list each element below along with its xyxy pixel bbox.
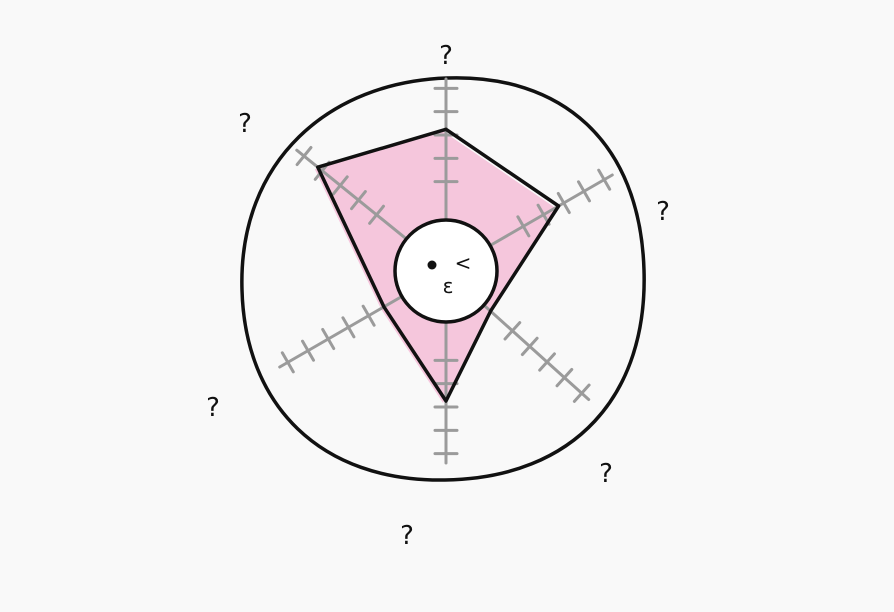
axis-tick-2-3: [538, 352, 556, 372]
axis-tick-4-2: [341, 316, 356, 339]
data-polygon-outline: [316, 127, 561, 403]
axis-line-1: [486, 173, 614, 249]
axis-tick-2-2: [520, 336, 539, 357]
axis-labels: ? ? ? ? ? ?: [206, 41, 670, 551]
axis-tick-5-5: [295, 145, 313, 167]
axis-line-2: [480, 301, 591, 401]
face-mouth: ɛ: [443, 274, 454, 298]
axis-tick-4-3: [321, 327, 336, 351]
axis-tick-1-1: [516, 215, 531, 238]
axis-tick-5-3: [331, 175, 349, 196]
axis-label-5: ?: [238, 109, 252, 139]
axis-line-5: [295, 148, 411, 243]
axis-label-2: ?: [599, 459, 613, 489]
axis-tick-5-1: [368, 204, 385, 225]
axis-tick-1-5: [597, 168, 612, 191]
axis-label-3: ?: [400, 521, 414, 551]
axis-line-4: [278, 293, 406, 369]
axis-tick-1-3: [556, 191, 571, 215]
axis-tick-4-1: [361, 304, 376, 327]
axis-tick-2-4: [555, 367, 574, 388]
axis-tick-4-4: [301, 339, 316, 362]
axis-label-0: ?: [439, 41, 453, 71]
face-wink: <: [455, 251, 472, 275]
axis-tick-2-5: [572, 383, 591, 403]
axis-tick-1-4: [576, 180, 591, 203]
axis-label-4: ?: [206, 393, 220, 423]
outer-circle: [240, 76, 646, 482]
axis-tick-5-2: [350, 190, 367, 211]
face-eye: [427, 260, 437, 270]
axis-tick-4-5: [280, 351, 295, 374]
axis-label-1: ?: [656, 197, 670, 227]
winking-face-icon: < ɛ: [393, 218, 499, 324]
face-circle: [393, 218, 499, 324]
axis-tick-2-1: [503, 321, 522, 341]
